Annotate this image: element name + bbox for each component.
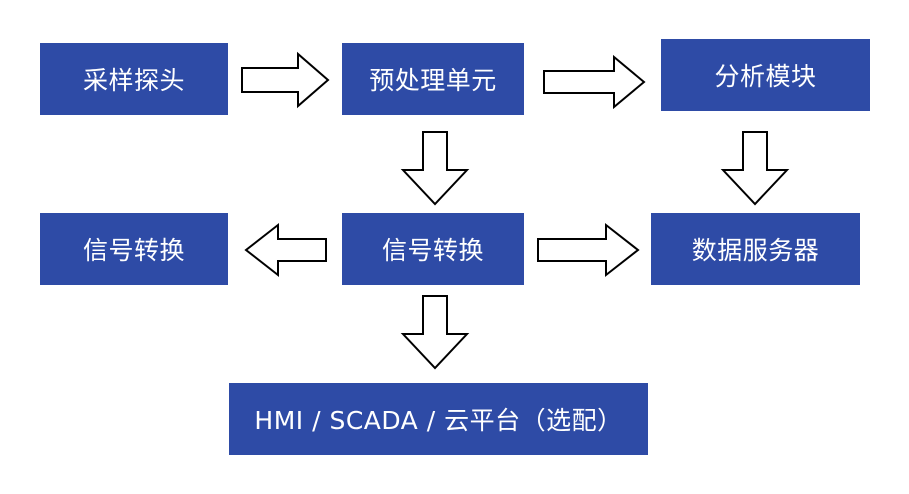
signal-convert-center-box: 信号转换 bbox=[342, 213, 524, 285]
hmi-box: HMI / SCADA / 云平台（选配） bbox=[229, 383, 648, 455]
probe-label: 采样探头 bbox=[82, 66, 185, 95]
preprocess-box: 预处理单元 bbox=[342, 43, 524, 115]
arrow-right-preprocess-to-analysis bbox=[543, 54, 646, 110]
arrow-down-signal-to-hmi bbox=[400, 295, 470, 370]
analysis-box: 分析模块 bbox=[661, 39, 870, 111]
probe-box: 采样探头 bbox=[40, 43, 228, 115]
analysis-label: 分析模块 bbox=[714, 62, 817, 91]
arrow-right-probe-to-preprocess bbox=[241, 51, 330, 109]
data-server-label: 数据服务器 bbox=[691, 236, 820, 265]
data-server-box: 数据服务器 bbox=[651, 213, 860, 285]
signal-convert-left-label: 信号转换 bbox=[82, 236, 185, 265]
signal-convert-center-label: 信号转换 bbox=[381, 236, 484, 265]
arrow-down-preprocess-to-signal bbox=[400, 131, 470, 206]
arrow-right-signal-to-server bbox=[537, 222, 640, 278]
arrow-down-analysis-to-server bbox=[720, 131, 790, 206]
signal-convert-left-box: 信号转换 bbox=[40, 213, 228, 285]
arrow-left-signal-to-left bbox=[244, 222, 327, 278]
hmi-label: HMI / SCADA / 云平台（选配） bbox=[254, 406, 623, 435]
preprocess-label: 预处理单元 bbox=[369, 66, 497, 95]
